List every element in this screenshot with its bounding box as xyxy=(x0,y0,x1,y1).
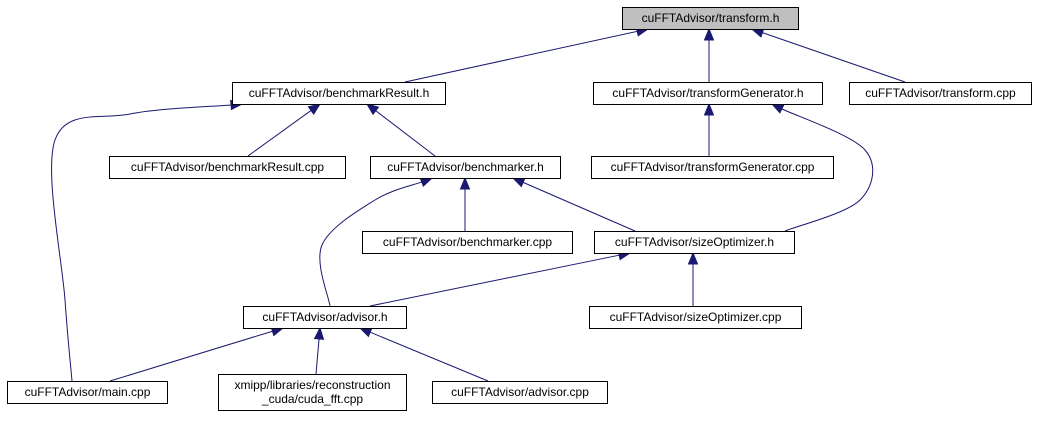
file-node-cuda-fft-cpp[interactable]: xmipp/libraries/reconstruction_cuda/cuda… xyxy=(218,374,407,411)
dependency-edge xyxy=(703,102,715,156)
file-node-transformGenerator-cpp[interactable]: cuFFTAdvisor/transformGenerator.cpp xyxy=(591,156,834,179)
node-box xyxy=(362,231,573,254)
node-label: cuFFTAdvisor/benchmarker.cpp xyxy=(383,235,552,249)
arrowhead xyxy=(313,326,325,340)
edge-line xyxy=(51,104,232,382)
file-node-sizeOptimizer-h[interactable]: cuFFTAdvisor/sizeOptimizer.h xyxy=(594,231,795,254)
edge-line xyxy=(369,254,620,307)
node-label: cuFFTAdvisor/transform.cpp xyxy=(865,86,1016,100)
node-box xyxy=(622,7,799,30)
file-node-benchmarker-cpp[interactable]: cuFFTAdvisor/benchmarker.cpp xyxy=(362,231,573,254)
edge-line xyxy=(781,108,874,232)
file-nodes: cuFFTAdvisor/transform.h cuFFTAdvisor/ben… xyxy=(7,7,1032,411)
dependency-edge xyxy=(247,103,322,157)
edge-line xyxy=(315,338,320,375)
file-node-transform-cpp[interactable]: cuFFTAdvisor/transform.cpp xyxy=(849,82,1032,105)
file-node-benchmarkResult-cpp[interactable]: cuFFTAdvisor/benchmarkResult.cpp xyxy=(109,156,346,179)
arrowhead xyxy=(703,27,715,41)
file-node-benchmarker-h[interactable]: cuFFTAdvisor/benchmarker.h xyxy=(370,156,561,179)
node-box xyxy=(594,231,795,254)
file-node-advisor-cpp[interactable]: cuFFTAdvisor/advisor.cpp xyxy=(432,381,608,404)
arrowhead xyxy=(358,327,373,338)
node-box xyxy=(243,306,407,329)
dependency-edge xyxy=(750,27,906,83)
arrowhead xyxy=(511,177,526,188)
node-box xyxy=(232,82,446,105)
node-label: cuFFTAdvisor/transformGenerator.h xyxy=(612,86,803,100)
edge-line xyxy=(369,331,489,382)
node-box xyxy=(589,306,802,329)
edge-line xyxy=(762,32,906,83)
dependency-edge xyxy=(369,250,632,307)
arrowhead xyxy=(419,177,434,188)
node-box xyxy=(370,156,561,179)
file-node-transformGenerator-h[interactable]: cuFFTAdvisor/transformGenerator.h xyxy=(593,82,823,105)
dependency-edge xyxy=(687,251,699,306)
edge-line xyxy=(404,30,638,83)
dependency-edge xyxy=(459,176,471,231)
dependency-edge xyxy=(109,326,285,382)
node-box xyxy=(109,156,346,179)
dependency-edge xyxy=(358,327,489,382)
node-box xyxy=(593,82,823,105)
node-label: cuFFTAdvisor/benchmarker.h xyxy=(387,160,544,174)
node-label: cuFFTAdvisor/advisor.cpp xyxy=(451,385,589,399)
arrowhead xyxy=(703,102,715,116)
node-label: cuFFTAdvisor/benchmarkResult.cpp xyxy=(131,160,325,174)
node-label: cuFFTAdvisor/benchmarkResult.h xyxy=(249,86,430,100)
arrowhead xyxy=(307,103,322,115)
node-label: xmipp/libraries/reconstruction xyxy=(234,378,390,392)
dependency-edge xyxy=(703,27,715,82)
node-label: cuFFTAdvisor/sizeOptimizer.h xyxy=(615,235,774,249)
edge-line xyxy=(319,181,422,307)
file-node-advisor-h[interactable]: cuFFTAdvisor/advisor.h xyxy=(243,306,407,329)
node-label: cuFFTAdvisor/transform.h xyxy=(642,11,780,25)
edge-line xyxy=(109,330,273,382)
file-node-sizeOptimizer-cpp[interactable]: cuFFTAdvisor/sizeOptimizer.cpp xyxy=(589,306,802,329)
edge-line xyxy=(375,110,436,157)
arrowhead xyxy=(365,103,380,116)
dependency-edge xyxy=(313,326,325,375)
edge-line xyxy=(247,110,312,157)
dependency-edge xyxy=(511,177,636,232)
dependency-edge xyxy=(404,26,650,83)
node-box xyxy=(7,381,168,404)
node-label: cuFFTAdvisor/main.cpp xyxy=(25,385,151,399)
file-node-transform-h[interactable]: cuFFTAdvisor/transform.h xyxy=(622,7,799,30)
node-label: cuFFTAdvisor/sizeOptimizer.cpp xyxy=(610,310,782,324)
node-label: cuFFTAdvisor/advisor.h xyxy=(262,310,387,324)
dependency-edge xyxy=(51,99,244,382)
node-box xyxy=(591,156,834,179)
node-box xyxy=(849,82,1032,105)
file-node-benchmarkResult-h[interactable]: cuFFTAdvisor/benchmarkResult.h xyxy=(232,82,446,105)
dependency-edge xyxy=(365,103,436,157)
node-box xyxy=(218,374,407,411)
edge-line xyxy=(522,181,636,232)
node-label: _cuda/cuda_fft.cpp xyxy=(261,392,364,406)
node-box xyxy=(432,381,608,404)
file-node-main-cpp[interactable]: cuFFTAdvisor/main.cpp xyxy=(7,381,168,404)
node-label: cuFFTAdvisor/transformGenerator.cpp xyxy=(611,160,815,174)
arrowhead xyxy=(459,176,471,190)
arrowhead xyxy=(687,251,699,265)
arrowhead xyxy=(770,103,785,114)
dependency-edges xyxy=(51,26,906,382)
